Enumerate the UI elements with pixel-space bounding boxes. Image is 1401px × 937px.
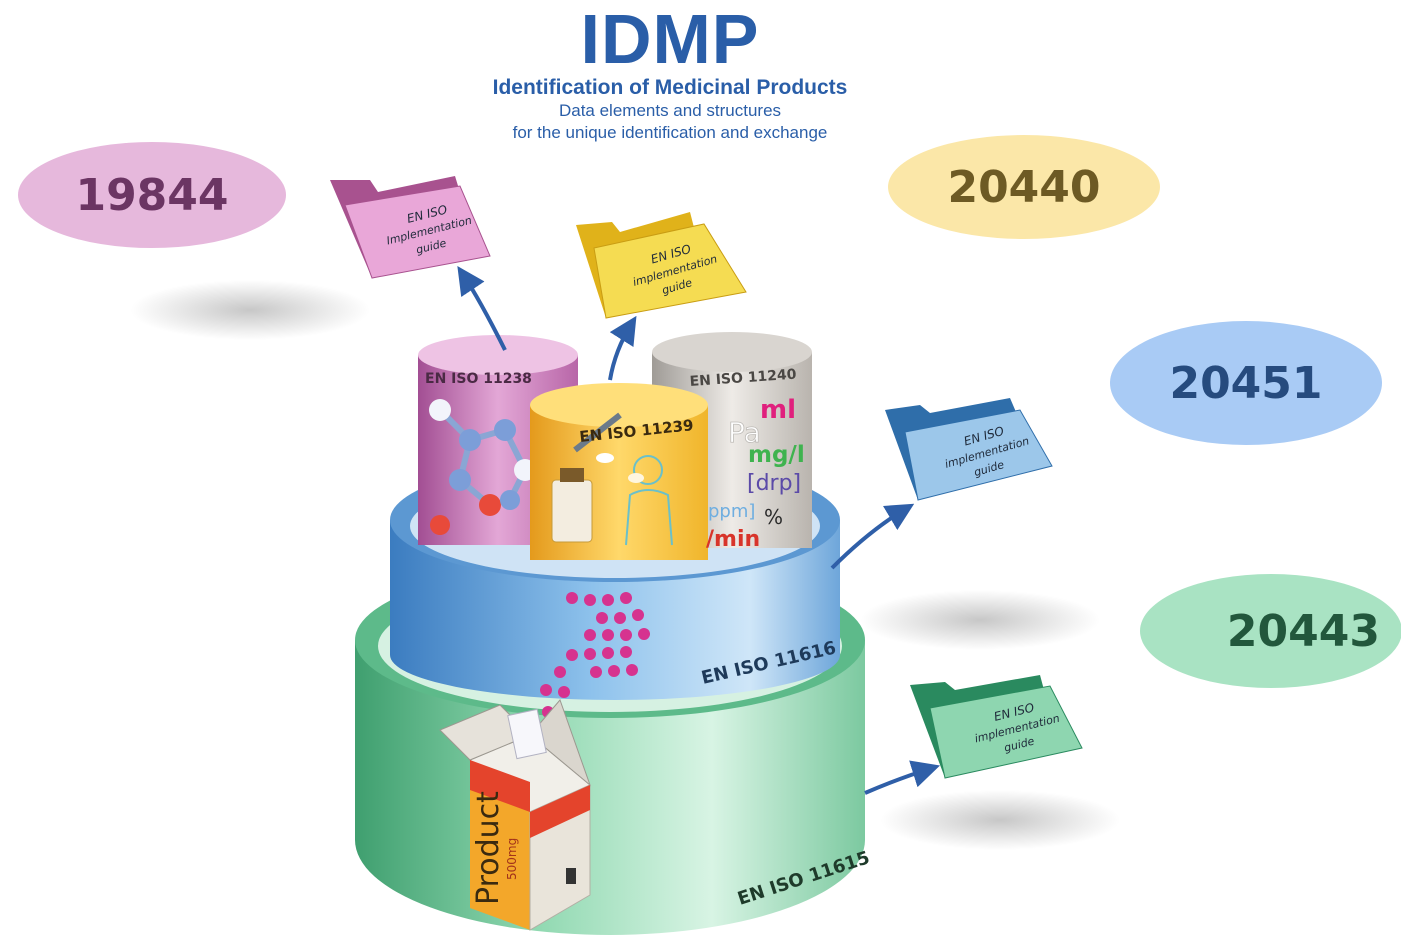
standard-20451-label: 20451 [1169, 357, 1323, 409]
standard-20440-oval: 20440 [888, 135, 1160, 239]
folder-19844 [330, 176, 491, 279]
folder-20440 [576, 212, 747, 319]
shadow [880, 790, 1120, 850]
folder-20451 [885, 398, 1053, 501]
standard-20443-label: 20443 [1226, 605, 1380, 657]
medication-illustration [551, 412, 673, 546]
shadow [130, 280, 370, 340]
standard-19844-oval: 19844 [18, 142, 286, 248]
cylinder-11239 [530, 383, 708, 560]
diagram-description-line1: Data elements and structures [558, 101, 782, 120]
unit-drp: [drp] [747, 471, 801, 496]
standard-19844-label: 19844 [75, 169, 229, 221]
arrow-icon [608, 315, 637, 381]
diagram-subtitle: Identification of Medicinal Products [492, 76, 848, 99]
unit-mg-per-l: mg/l [748, 442, 805, 468]
diagram-title: IDMP [580, 0, 760, 78]
unit-percent: % [764, 505, 783, 529]
arrow-icon [864, 760, 941, 795]
unit-per-min: /min [706, 527, 760, 552]
unit-pa: Pa [728, 416, 761, 449]
cylinder-11238-label: EN ISO 11238 [425, 371, 532, 387]
header: IDMP Identification of Medicinal Product… [380, 0, 960, 144]
unit-ml: ml [760, 395, 796, 425]
product-box [439, 699, 592, 931]
standard-20451-oval: 20451 [1110, 321, 1382, 445]
standard-20440-label: 20440 [947, 161, 1101, 213]
shadow [860, 590, 1100, 650]
standard-20443-oval: 20443 [1140, 574, 1401, 688]
product-dose: 500mg [505, 838, 519, 880]
arrow-icon [457, 266, 507, 351]
diagram-description-line2: for the unique identification and exchan… [512, 123, 828, 142]
arrow-icon [830, 503, 915, 570]
unit-ppm: ppm] [708, 501, 755, 522]
cylinder-11240-label: EN ISO 11240 [689, 367, 797, 390]
product-name: Product [471, 791, 506, 905]
folder-20443 [910, 675, 1083, 779]
